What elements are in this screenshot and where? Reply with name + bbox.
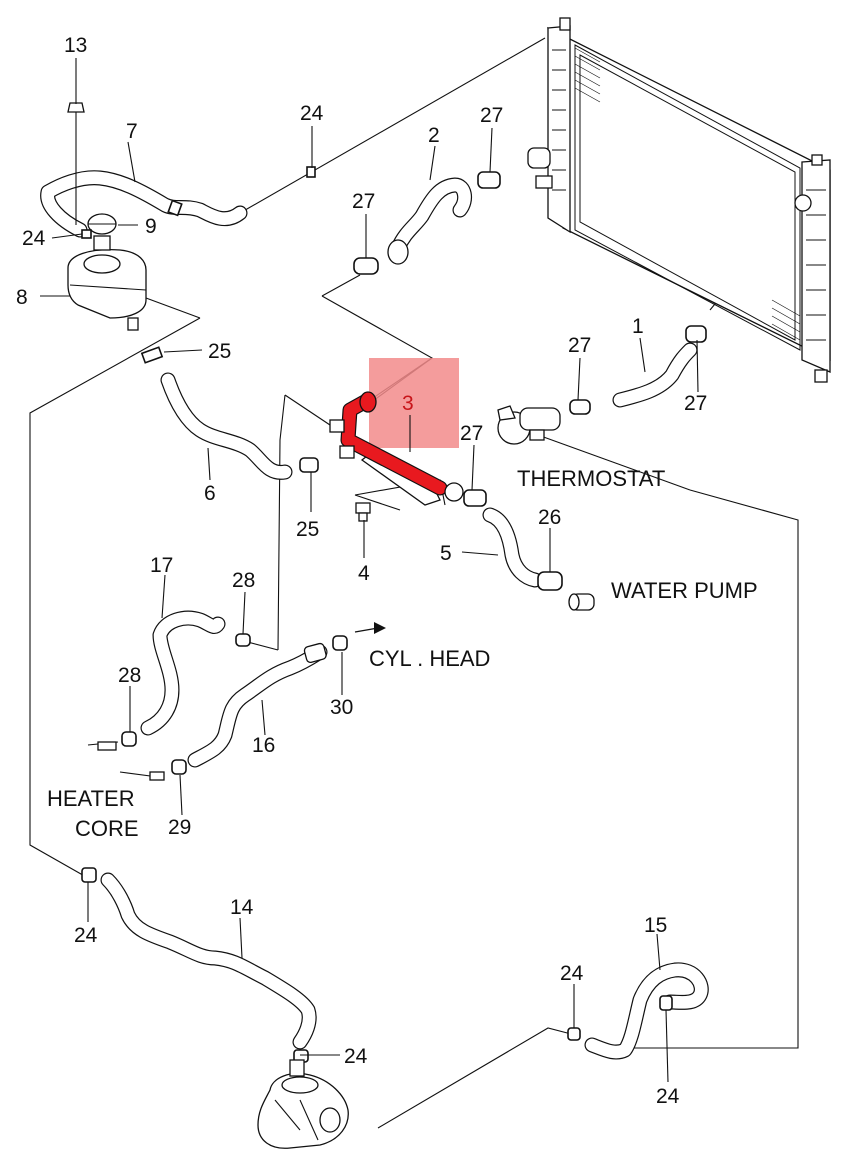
callout-27-e: 27 (460, 422, 483, 445)
callout-9: 9 (145, 215, 157, 238)
callout-16: 16 (252, 734, 275, 757)
hose-15 (567, 962, 709, 1060)
hose-1 (569, 325, 707, 415)
callout-29: 29 (168, 816, 191, 839)
callout-5: 5 (440, 542, 452, 565)
label-cyl-head: CYL . HEAD (369, 646, 490, 671)
callout-24-d: 24 (560, 962, 584, 985)
callout-15: 15 (644, 914, 667, 937)
callout-8: 8 (16, 286, 28, 309)
callout-27-b: 27 (352, 190, 375, 213)
surge-tank-8 (67, 213, 147, 331)
callout-24-e: 24 (344, 1045, 368, 1068)
callout-28-b: 28 (118, 664, 141, 687)
label-heater-core-2: CORE (75, 816, 139, 841)
highlight-box (369, 358, 459, 448)
label-heater-core-1: HEATER (47, 786, 135, 811)
callout-1: 1 (632, 315, 644, 338)
thermostat-housing (497, 405, 561, 445)
overflow-hose-7 (40, 102, 316, 238)
callout-17: 17 (150, 554, 173, 577)
callout-24-c: 24 (74, 924, 98, 947)
callout-26: 26 (538, 506, 561, 529)
callout-4: 4 (358, 562, 370, 585)
throttle-body (257, 1059, 349, 1149)
hose-6 (140, 346, 319, 480)
callout-28-a: 28 (232, 569, 255, 592)
callout-6: 6 (204, 482, 216, 505)
radiator (527, 17, 831, 383)
heater-hoses (87, 610, 348, 781)
callout-27-d: 27 (684, 392, 707, 415)
callout-14: 14 (230, 896, 254, 919)
hose-5 (482, 507, 595, 611)
hose-14 (81, 867, 317, 1063)
arrow-icon (374, 622, 386, 634)
callout-30: 30 (330, 696, 353, 719)
callout-7: 7 (126, 120, 138, 143)
callout-24-a: 24 (300, 102, 324, 125)
annotations: THERMOSTAT WATER PUMP CYL . HEAD HEATER … (47, 466, 758, 841)
label-thermostat: THERMOSTAT (517, 466, 665, 491)
callout-numbers: 13 7 24 2 27 27 9 24 8 25 1 27 3 27 27 6… (16, 34, 707, 1108)
callout-25-a: 25 (208, 340, 231, 363)
callout-leaders (40, 58, 699, 1083)
callout-24-b: 24 (22, 227, 46, 250)
label-water-pump: WATER PUMP (611, 578, 758, 603)
callout-24-f: 24 (656, 1085, 680, 1108)
callout-27-a: 27 (480, 104, 503, 127)
callout-13: 13 (64, 34, 87, 57)
callout-2: 2 (428, 124, 440, 147)
callout-3: 3 (402, 392, 414, 415)
hose-2 (353, 171, 501, 275)
pipe-3-highlighted (329, 358, 487, 522)
callout-27-c: 27 (568, 334, 591, 357)
callout-25-b: 25 (296, 518, 319, 541)
